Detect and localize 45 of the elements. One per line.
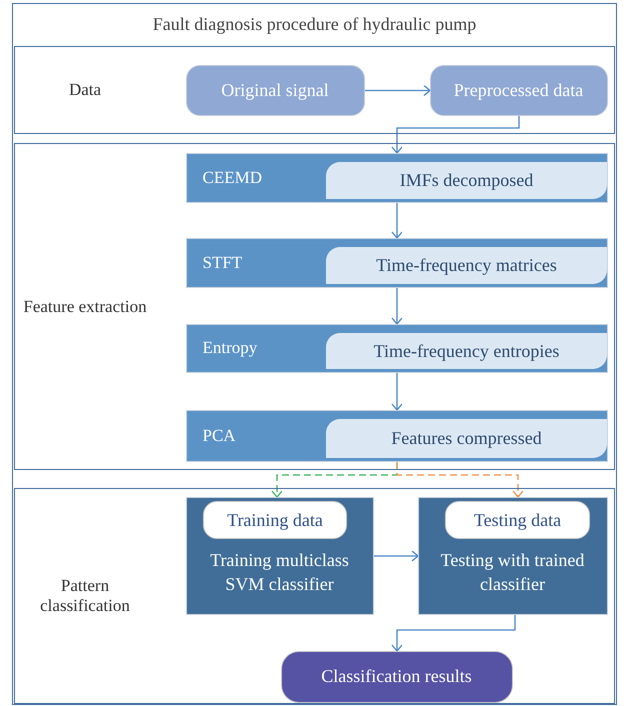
process-box [186, 64, 364, 116]
section-label: Feature extraction [22, 296, 148, 316]
node-label: Features compressed [391, 428, 542, 449]
process-box [430, 64, 608, 116]
result-box [280, 650, 512, 702]
node-label: Testing data [474, 509, 562, 532]
process-box [186, 496, 374, 614]
section-label: Data [68, 80, 102, 100]
node-label: Preprocessed data [454, 80, 584, 100]
section-panel [14, 143, 615, 470]
process-box [418, 496, 608, 614]
arrow [391, 615, 516, 652]
node-label: STFT [202, 252, 242, 272]
result-tab [326, 247, 607, 284]
node-label: Testing with trained classifier [440, 548, 586, 596]
result-tab [326, 333, 607, 369]
step-band [186, 410, 608, 462]
step-band [186, 324, 608, 372]
arrow [396, 462, 524, 498]
node-label: Original signal [221, 80, 329, 100]
section-label: Pattern classification [39, 576, 131, 616]
node-label: CEEMD [202, 168, 262, 188]
arrow [391, 203, 403, 239]
node-label: Entropy [202, 338, 258, 358]
node-label: Training multiclass SVM classifier [209, 548, 350, 596]
arrow [391, 373, 403, 411]
result-tab [326, 162, 607, 199]
node-label: IMFs decomposed [400, 170, 534, 191]
arrow [391, 116, 520, 154]
node-label: Classification results [321, 666, 472, 687]
diagram-title: Fault diagnosis procedure of hydraulic pump [152, 14, 478, 35]
node-label: Time-frequency entropies [374, 340, 560, 362]
data-label-box [203, 501, 347, 539]
node-label: PCA [202, 426, 236, 446]
step-band [186, 152, 608, 202]
arrow [365, 84, 431, 96]
arrow [374, 550, 419, 562]
data-label-box [445, 501, 590, 539]
node-label: Training data [227, 509, 323, 532]
node-label: Time-frequency matrices [376, 255, 557, 276]
result-tab [326, 419, 607, 458]
step-band [186, 238, 608, 288]
section-panel [14, 488, 615, 704]
section-panel [14, 46, 615, 134]
arrow [391, 288, 403, 325]
